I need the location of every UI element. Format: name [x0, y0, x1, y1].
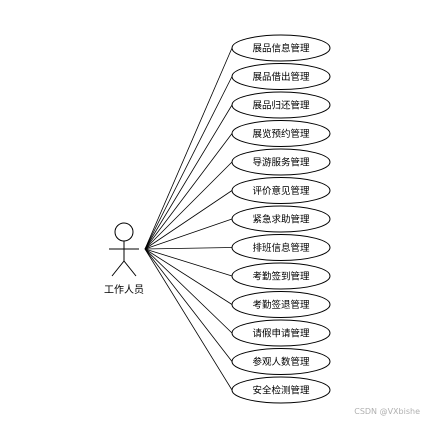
use-case-label: 展品归还管理	[252, 100, 310, 112]
watermark-text: CSDN @VXbishe	[354, 407, 420, 416]
use-case: 参观人数管理	[231, 348, 331, 375]
use-case-label: 考勤签到管理	[252, 271, 310, 283]
use-case-label: 紧急求助管理	[252, 214, 310, 226]
use-case-group: 展品信息管理展品借出管理展品归还管理展览预约管理导游服务管理评价意见管理紧急求助…	[231, 34, 331, 404]
use-case: 考勤签退管理	[231, 291, 331, 318]
actor-label: 工作人员	[104, 284, 144, 296]
association-line	[144, 218, 233, 250]
use-case: 展品信息管理	[231, 34, 331, 62]
use-case-ellipse	[231, 34, 331, 62]
use-case: 排班信息管理	[231, 234, 331, 261]
association-line	[144, 248, 233, 277]
use-case-label: 考勤签退管理	[252, 299, 310, 311]
use-case-ellipse	[231, 376, 331, 404]
use-case: 评价意见管理	[231, 177, 331, 204]
use-case: 考勤签到管理	[231, 262, 331, 290]
association-line	[144, 248, 233, 334]
use-case-ellipse	[231, 91, 331, 119]
use-case: 展品借出管理	[231, 63, 331, 90]
use-case: 展览预约管理	[231, 120, 331, 147]
use-case-ellipse	[231, 319, 331, 347]
association-lines	[144, 47, 233, 391]
actor-left-leg	[111, 260, 125, 277]
use-case-ellipse	[231, 63, 331, 90]
use-case-ellipse	[231, 262, 331, 290]
association-line	[144, 133, 233, 250]
use-case-label: 展品信息管理	[252, 43, 310, 55]
association-line	[144, 161, 233, 250]
association-line	[144, 248, 233, 362]
use-case-ellipse	[231, 234, 331, 261]
actor-head	[114, 222, 134, 242]
use-case-ellipse	[231, 148, 331, 176]
use-case-label: 评价意见管理	[252, 185, 310, 197]
use-case-ellipse	[231, 205, 331, 233]
use-case-label: 参观人数管理	[252, 356, 310, 368]
association-line	[144, 76, 233, 250]
use-case: 请假申请管理	[231, 319, 331, 347]
actor-staff: 工作人员	[104, 222, 144, 296]
association-line	[144, 104, 233, 250]
use-case: 紧急求助管理	[231, 205, 331, 233]
association-line	[144, 248, 233, 391]
association-line	[144, 247, 233, 250]
association-line	[144, 248, 233, 305]
use-case-ellipse	[231, 291, 331, 318]
use-case: 导游服务管理	[231, 148, 331, 176]
use-case-label: 请假申请管理	[252, 328, 310, 340]
use-case-ellipse	[231, 120, 331, 147]
use-case-label: 展品借出管理	[252, 71, 310, 83]
use-case-label: 导游服务管理	[252, 157, 310, 169]
use-case: 展品归还管理	[231, 91, 331, 119]
use-case-ellipse	[231, 177, 331, 204]
association-line	[144, 47, 233, 250]
use-case-label: 展览预约管理	[252, 128, 310, 140]
use-case: 安全检测管理	[231, 376, 331, 404]
actor-right-leg	[123, 260, 137, 277]
use-case-label: 安全检测管理	[252, 385, 310, 397]
association-line	[144, 190, 233, 250]
use-case-ellipse	[231, 348, 331, 375]
use-case-label: 排班信息管理	[252, 242, 310, 254]
